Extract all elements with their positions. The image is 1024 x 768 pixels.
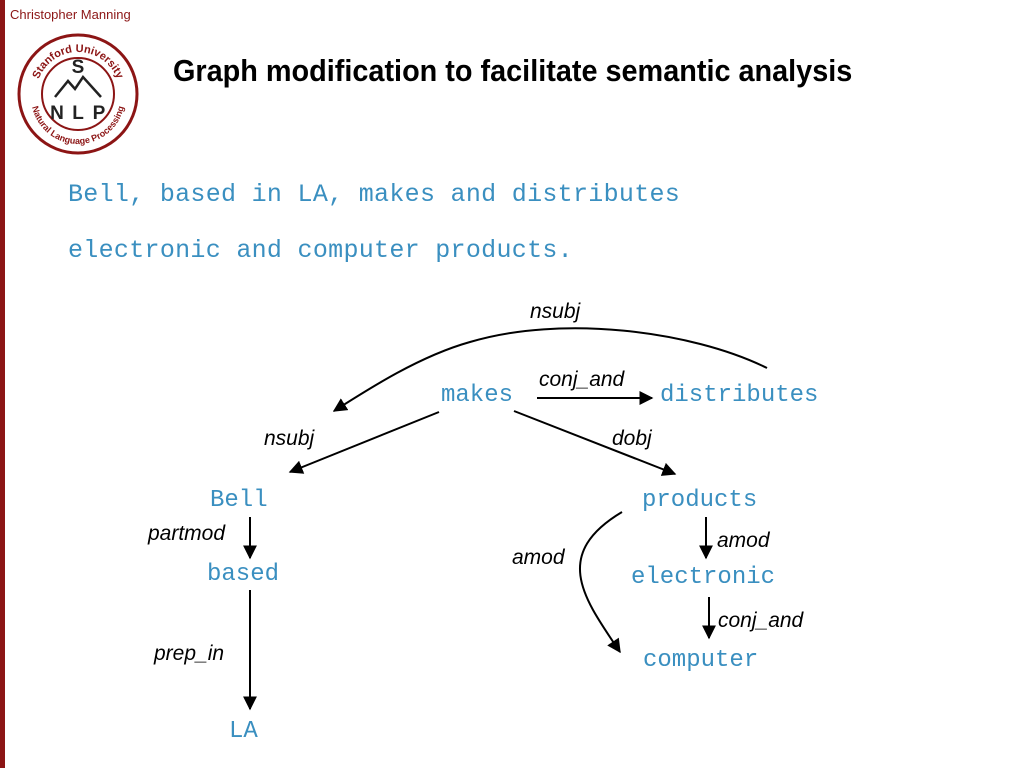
label-partmod: partmod [147,522,226,545]
logo-letter-p: P [93,103,106,124]
logo-mountain-icon [54,74,102,98]
logo-letter-n: N [50,103,64,124]
logo-letter-l: L [72,103,84,124]
label-amod-left: amod [512,546,566,569]
edge-amod-products-computer [579,511,623,654]
node-la: LA [229,718,258,745]
label-nsubj-top: nsubj [530,300,582,323]
node-bell: Bell [210,487,268,514]
stanford-nlp-logo: Stanford University Natural Language Pro… [17,33,139,155]
example-sentence-line-1: Bell, based in LA, makes and distributes [68,180,681,209]
node-computer: computer [643,647,758,674]
node-electronic: electronic [631,564,775,591]
label-dobj: dobj [612,427,653,450]
slide-title: Graph modification to facilitate semanti… [173,53,853,88]
label-conj-and-bottom: conj_and [718,609,805,632]
node-makes: makes [441,382,513,409]
node-based: based [207,561,279,588]
node-products: products [642,487,757,514]
label-conj-and-top: conj_and [539,368,626,391]
node-distributes: distributes [660,382,818,409]
label-amod-right: amod [717,529,771,552]
logo-letter-s: S [72,57,85,78]
edge-nsubj-makes-bell [288,411,440,474]
edge-nsubj-distributes-bell [332,327,768,412]
label-prep-in: prep_in [153,642,224,665]
left-accent-bar [0,0,5,768]
author-name: Christopher Manning [10,7,131,22]
edge-dobj-makes-products [513,410,677,476]
label-nsubj-left: nsubj [264,427,316,450]
example-sentence-line-2: electronic and computer products. [68,236,573,265]
